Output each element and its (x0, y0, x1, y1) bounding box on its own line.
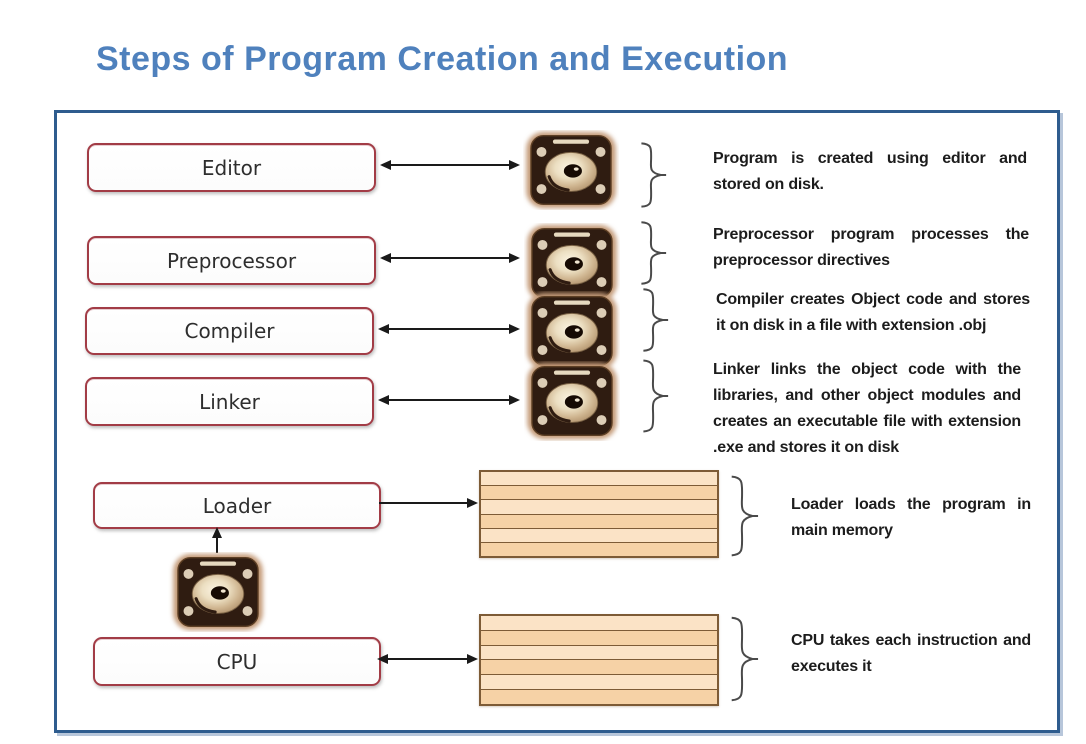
main-memory-block (479, 614, 719, 706)
compiler-label: Compiler (184, 319, 275, 343)
preprocessor-description: Preprocessor program processes the prepr… (713, 226, 1029, 269)
disk-icon (523, 130, 619, 210)
brace-icon (639, 359, 670, 433)
disk-icon (524, 361, 620, 441)
main-memory-block (479, 470, 719, 558)
linker-label: Linker (199, 389, 260, 414)
editor-description: Program is created using editor and stor… (713, 150, 1027, 193)
brace-icon (637, 142, 668, 208)
preprocessor-label: Preprocessor (166, 248, 297, 273)
compiler-disk-arrow (378, 324, 520, 334)
cpu-description: CPU takes each instruction and executes … (791, 632, 1031, 675)
preprocessor-box: Preprocessor (87, 236, 376, 285)
loader-memory-arrow (379, 498, 478, 508)
brace-icon (727, 616, 760, 702)
disk-icon (524, 291, 620, 371)
page-title: Steps of Program Creation and Execution (96, 40, 789, 78)
preprocessor-disk-arrow (380, 253, 520, 263)
linker-description: Linker links the object code with the li… (713, 361, 1021, 456)
cpu-label: CPU (216, 649, 258, 674)
brace-icon (727, 475, 760, 557)
editor-disk-arrow (380, 160, 520, 170)
loader-box: Loader (93, 482, 381, 529)
brace-icon (637, 221, 668, 285)
loader-label: Loader (202, 493, 272, 518)
cpu-memory-arrow (377, 654, 478, 664)
compiler-box: Compiler (85, 307, 374, 355)
cpu-box: CPU (93, 637, 381, 686)
disk-loader-arrow (212, 527, 222, 553)
editor-box: Editor (87, 143, 376, 192)
linker-box: Linker (85, 377, 374, 426)
disk-icon (168, 552, 268, 632)
loader-description: Loader loads the program in main memory (791, 496, 1031, 539)
compiler-description: Compiler creates Object code and stores … (716, 291, 1030, 334)
linker-disk-arrow (378, 395, 520, 405)
editor-label: Editor (201, 155, 262, 180)
brace-icon (639, 288, 670, 352)
